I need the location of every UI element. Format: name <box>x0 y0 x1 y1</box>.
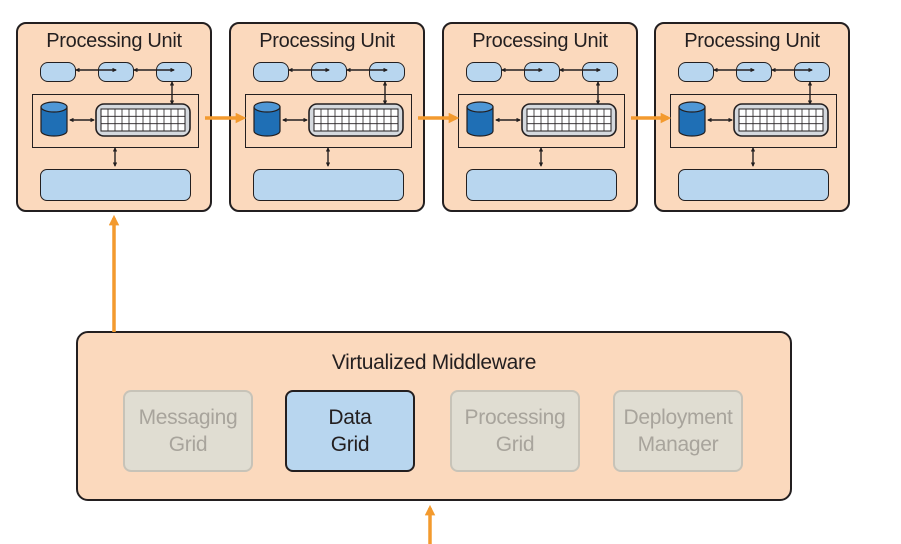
database-icon-top <box>466 101 494 113</box>
grid-label-line2: Grid <box>330 433 370 456</box>
processing-unit-title: Processing Unit <box>684 30 820 52</box>
processing-unit-title: Processing Unit <box>46 30 182 52</box>
database-icon-top <box>678 101 706 113</box>
service-box <box>253 169 404 201</box>
service-box <box>466 169 617 201</box>
database-icon-top <box>40 101 68 113</box>
service-box <box>40 169 191 201</box>
database-icon-top <box>253 101 281 113</box>
middleware-title: Virtualized Middleware <box>331 351 537 374</box>
processing-grid-box: Processing Grid <box>450 390 580 472</box>
deployment-manager-box: Deployment Manager <box>613 390 743 472</box>
messaging-grid-box: Messaging Grid <box>123 390 253 472</box>
service-box <box>678 169 829 201</box>
database-icon <box>40 107 68 137</box>
data-grid-box: Data Grid <box>285 390 415 472</box>
grid-label-line2: Grid <box>168 433 208 456</box>
processing-unit-title: Processing Unit <box>472 30 608 52</box>
grid-label-line2: Manager <box>637 433 719 456</box>
processing-unit-title: Processing Unit <box>259 30 395 52</box>
grid-label-line1: Data <box>328 406 372 429</box>
grid-label-line1: Deployment <box>623 406 733 429</box>
database-icon <box>466 107 494 137</box>
grid-label-line1: Messaging <box>138 406 238 429</box>
database-icon <box>253 107 281 137</box>
database-icon <box>678 107 706 137</box>
grid-label-line1: Processing <box>464 406 566 429</box>
virtualized-middleware: Virtualized Middleware Messaging Grid Da… <box>76 331 792 501</box>
grid-label-line2: Grid <box>495 433 535 456</box>
